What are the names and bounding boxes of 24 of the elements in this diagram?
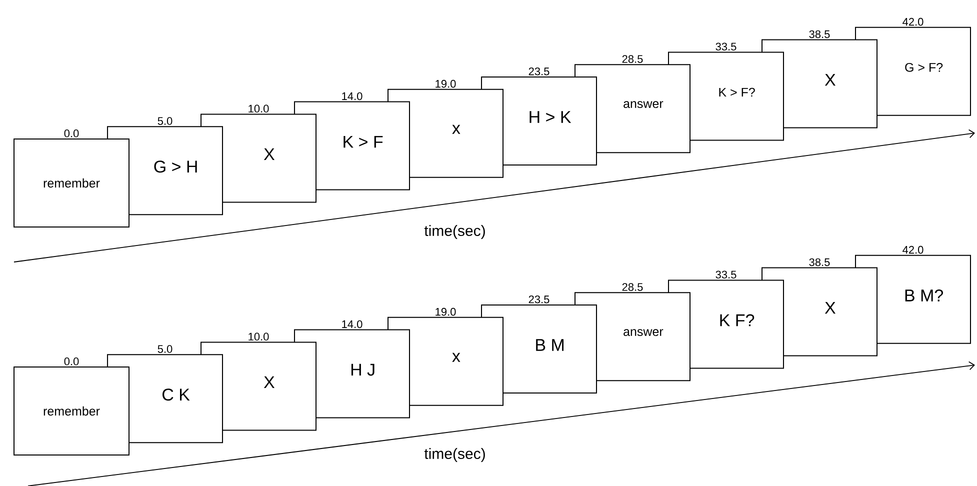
time-label: 42.0 xyxy=(902,18,924,26)
stimulus-card: remember xyxy=(14,138,130,228)
time-label: 28.5 xyxy=(622,283,643,291)
time-label: 42.0 xyxy=(902,246,924,254)
time-label: 38.5 xyxy=(809,258,830,266)
stimulus-card: remember xyxy=(14,366,130,456)
time-label: 28.5 xyxy=(622,55,643,63)
time-label: 14.0 xyxy=(342,92,362,100)
time-label: 0.0 xyxy=(64,358,79,366)
time-label: 23.5 xyxy=(528,296,550,304)
time-label: 5.0 xyxy=(158,345,172,353)
time-label: 33.5 xyxy=(716,270,736,278)
time-label: 19.0 xyxy=(436,80,456,88)
time-label: 38.5 xyxy=(809,30,830,38)
axis-label: time(sec) xyxy=(424,448,485,462)
time-label: 23.5 xyxy=(528,68,550,76)
time-label: 10.0 xyxy=(248,332,269,340)
axis-label: time(sec) xyxy=(424,225,485,239)
time-label: 10.0 xyxy=(248,104,269,112)
time-label: 5.0 xyxy=(158,117,172,125)
time-label: 14.0 xyxy=(342,320,362,328)
time-label: 33.5 xyxy=(716,42,736,50)
time-label: 19.0 xyxy=(436,308,456,316)
time-label: 0.0 xyxy=(64,130,79,138)
